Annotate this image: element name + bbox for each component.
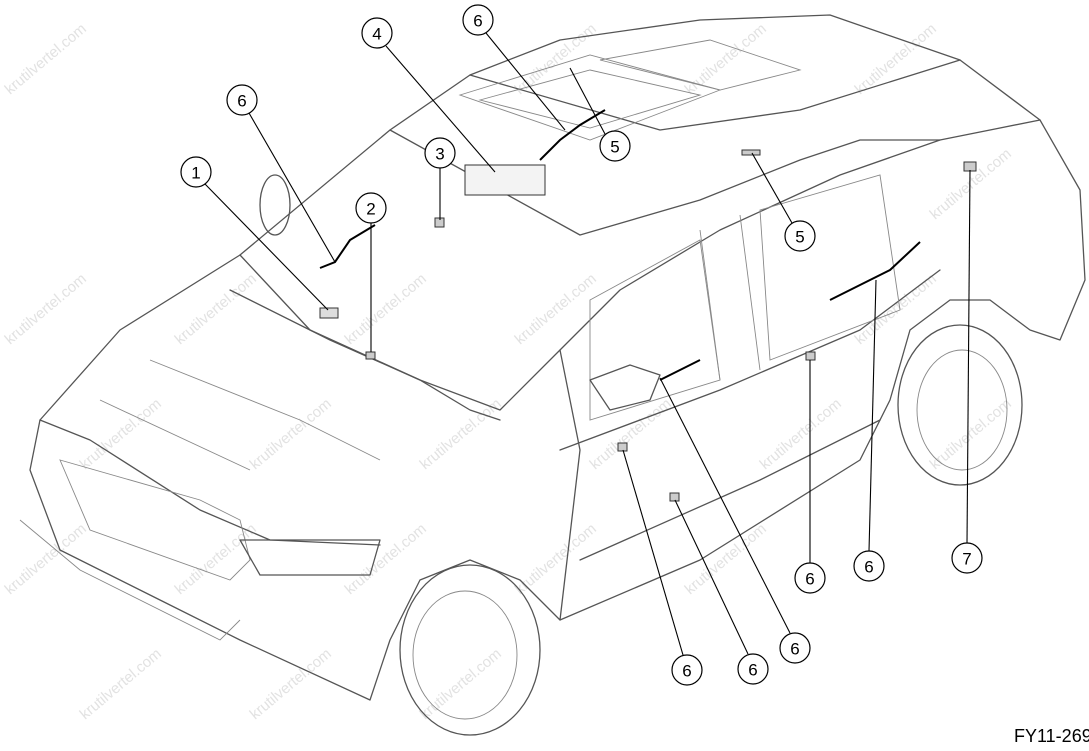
- watermark-text: krutilvertel.com: [2, 20, 90, 98]
- callout-circle: [361, 17, 393, 49]
- callout-5: 5: [784, 220, 816, 252]
- callout-label: 1: [191, 164, 200, 183]
- connector: [617, 442, 628, 452]
- watermark-text: krutilvertel.com: [512, 520, 600, 598]
- watermark-text: krutilvertel.com: [757, 395, 845, 473]
- callout-circle: [784, 220, 816, 252]
- car-body: [19, 14, 1086, 736]
- callout-label: 6: [237, 92, 246, 111]
- callout-3: 3: [424, 137, 456, 169]
- callout-6: 6: [794, 562, 826, 594]
- callout-circle: [180, 156, 212, 188]
- callout-label: 6: [790, 640, 799, 659]
- callout-6: 6: [462, 4, 494, 36]
- watermark-text: krutilvertel.com: [927, 395, 1015, 473]
- callout-circle: [424, 137, 456, 169]
- callout-label: 4: [372, 25, 381, 44]
- callout-label: 7: [962, 550, 971, 569]
- connector: [669, 492, 680, 502]
- watermark-text: krutilvertel.com: [927, 145, 1015, 223]
- callout-label: 6: [473, 12, 482, 31]
- watermark-text: krutilvertel.com: [2, 270, 90, 348]
- sensor: [365, 351, 376, 360]
- callout-circle: [671, 654, 703, 686]
- callouts: 1 2 3 4 5 6 6 5 7 6 6 6 6 6: [180, 4, 983, 686]
- callout-circle: [853, 550, 885, 582]
- watermark-text: krutilvertel.com: [417, 645, 505, 723]
- callout-circle: [951, 542, 983, 574]
- watermark-text: krutilvertel.com: [512, 270, 600, 348]
- callout-5: 5: [599, 130, 631, 162]
- watermark-text: krutilvertel.com: [2, 520, 90, 598]
- callout-label: 5: [610, 138, 619, 157]
- watermark-text: krutilvertel.com: [512, 20, 600, 98]
- callout-label: 6: [805, 570, 814, 589]
- callout-7: 7: [951, 542, 983, 574]
- callout-circle: [226, 84, 258, 116]
- callout-label: 2: [366, 200, 375, 219]
- watermark-text: krutilvertel.com: [172, 270, 260, 348]
- leader-lines: [204, 32, 971, 656]
- callout-circle: [462, 4, 494, 36]
- connector: [805, 351, 816, 361]
- callout-6: 6: [671, 654, 703, 686]
- callout-label: 5: [795, 228, 804, 247]
- watermark-text: krutilvertel.com: [587, 395, 675, 473]
- watermark-text: krutilvertel.com: [247, 645, 335, 723]
- connector: [963, 161, 977, 172]
- callout-6: 6: [737, 653, 769, 685]
- watermark-text: krutilvertel.com: [682, 20, 770, 98]
- watermark-text: krutilvertel.com: [247, 395, 335, 473]
- watermark-text: krutilvertel.com: [77, 395, 165, 473]
- callout-circle: [737, 653, 769, 685]
- callout-6: 6: [779, 632, 811, 664]
- overhead-console-module: [464, 164, 546, 196]
- callout-6: 6: [226, 84, 258, 116]
- callout-4: 4: [361, 17, 393, 49]
- callout-6: 6: [853, 550, 885, 582]
- watermark-text: krutilvertel.com: [682, 520, 770, 598]
- connector: [741, 149, 761, 156]
- callout-circle: [779, 632, 811, 664]
- callout-label: 3: [435, 145, 444, 164]
- watermark-text: krutilvertel.com: [77, 645, 165, 723]
- callout-circle: [599, 130, 631, 162]
- callout-label: 6: [682, 662, 691, 681]
- figure-code: FY11-269: [1014, 726, 1089, 746]
- callout-label: 6: [864, 558, 873, 577]
- callout-label: 6: [748, 661, 757, 680]
- callout-circle: [794, 562, 826, 594]
- watermark-text: krutilvertel.com: [852, 20, 940, 98]
- callout-2: 2: [355, 192, 387, 224]
- watermark-text: krutilvertel.com: [172, 520, 260, 598]
- harnesses: [319, 109, 977, 502]
- callout-circle: [355, 192, 387, 224]
- callout-1: 1: [180, 156, 212, 188]
- sensor-module: [319, 307, 339, 319]
- watermark-text: krutilvertel.com: [342, 270, 430, 348]
